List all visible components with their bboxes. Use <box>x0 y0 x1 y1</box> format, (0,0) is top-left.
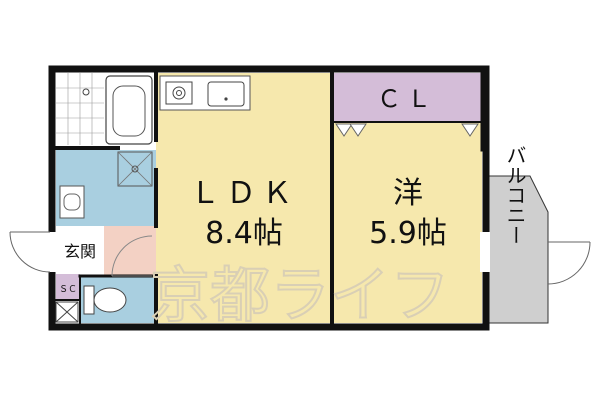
closet-doors <box>335 123 479 137</box>
ldk-size-label: 8.4帖 <box>205 216 283 251</box>
watermark-text: 京都ライフ <box>150 261 450 331</box>
shoe-closet-area <box>56 274 80 300</box>
ldk-floor <box>156 73 332 323</box>
kitchen-sink-icon <box>207 81 245 107</box>
ldk-label: ＬＤＫ <box>190 176 298 211</box>
entrance-door <box>9 231 51 273</box>
walls <box>48 65 490 331</box>
shower-head-icon <box>82 88 90 96</box>
bathtub-inner <box>112 85 146 137</box>
washing-machine-pan-icon <box>117 151 153 187</box>
closet-area <box>332 73 482 122</box>
shoe-closet-cross <box>55 301 79 323</box>
stove-icon <box>165 81 193 105</box>
balcony-label: バルコニー <box>503 145 527 245</box>
western-room-floor <box>332 122 482 323</box>
toilet-bowl-icon <box>93 287 127 313</box>
toilet-tank-icon <box>83 285 95 315</box>
balcony-door <box>547 241 591 285</box>
entrance-hall <box>104 226 156 276</box>
western-room-label: 洋 <box>393 176 423 211</box>
toilet-door-swing <box>111 235 153 277</box>
shoe-closet-label: ＳＣ <box>59 285 77 295</box>
western-room-size-label: 5.9帖 <box>369 216 447 251</box>
entrance-label: 玄関 <box>64 242 96 261</box>
entrance-floor <box>56 226 104 274</box>
closet-label: ＣＬ <box>377 85 437 113</box>
bathroom-tile-grid <box>56 73 104 145</box>
